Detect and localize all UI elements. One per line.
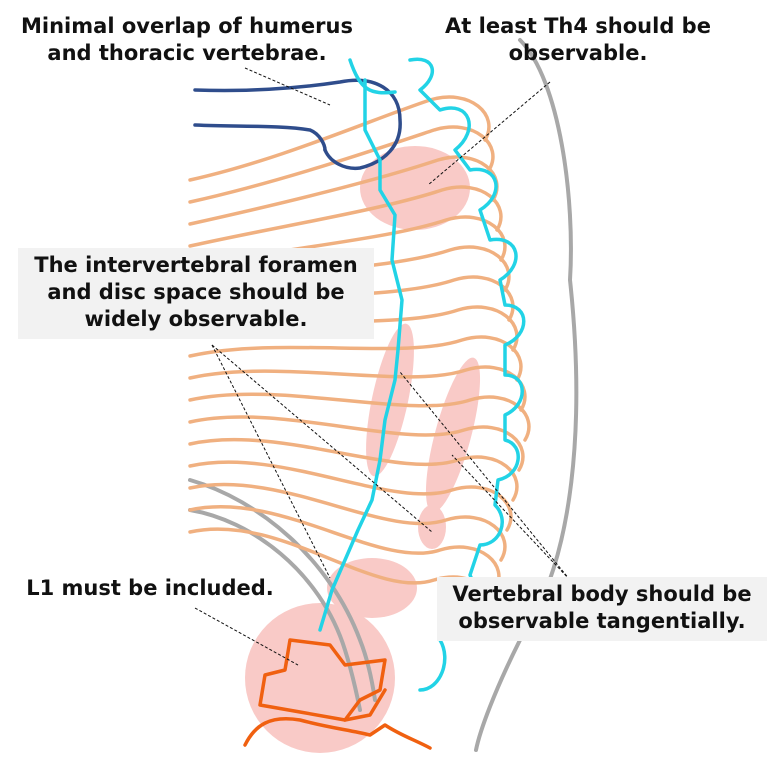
foramen-label: The intervertebral foramen and disc spac… [18, 248, 374, 339]
diaphragm-curve-upper [188, 478, 377, 702]
leader-th4 [427, 81, 551, 186]
rib [188, 95, 491, 182]
leader-vertebral-2 [451, 454, 571, 581]
rib [188, 155, 499, 226]
leader-foramen-1 [211, 344, 331, 579]
vertebral-body-label: Vertebral body should be observable tang… [437, 577, 767, 641]
rib [188, 125, 495, 204]
l1-vertebra [243, 638, 432, 750]
rib [188, 415, 525, 472]
foramen-highlight-right [425, 357, 481, 513]
back-outline [474, 38, 579, 752]
l1-lower-edge [243, 717, 432, 750]
humerus-overlap-label: Minimal overlap of humerus and thoracic … [21, 14, 353, 65]
humerus-upper-edge [193, 78, 402, 171]
humerus-outline [193, 78, 402, 171]
leader-lines [194, 67, 571, 666]
spinous-process-top [348, 58, 397, 95]
rib [188, 335, 523, 382]
spine-anterior-edge [318, 78, 404, 632]
l1-label: L1 must be included. [26, 576, 274, 600]
th4-highlight [360, 146, 470, 230]
rib [188, 460, 513, 532]
rib [188, 437, 519, 502]
ribs [188, 95, 531, 622]
leader-foramen-2 [211, 344, 433, 533]
rib [188, 185, 503, 248]
leader-vertebral-1 [399, 371, 571, 581]
l1-highlight [245, 603, 395, 753]
rib [188, 392, 531, 442]
highlight-regions [245, 146, 481, 753]
rib [188, 505, 501, 592]
l1-body-outline [258, 638, 387, 722]
th4-label: At least Th4 should be observable. [445, 14, 711, 65]
leader-humerus [244, 67, 331, 106]
vertebral-body-highlight-small [418, 505, 446, 549]
humerus-lower-edge [193, 123, 327, 152]
l1-process [343, 688, 387, 722]
disc-highlight-lower [327, 558, 417, 618]
